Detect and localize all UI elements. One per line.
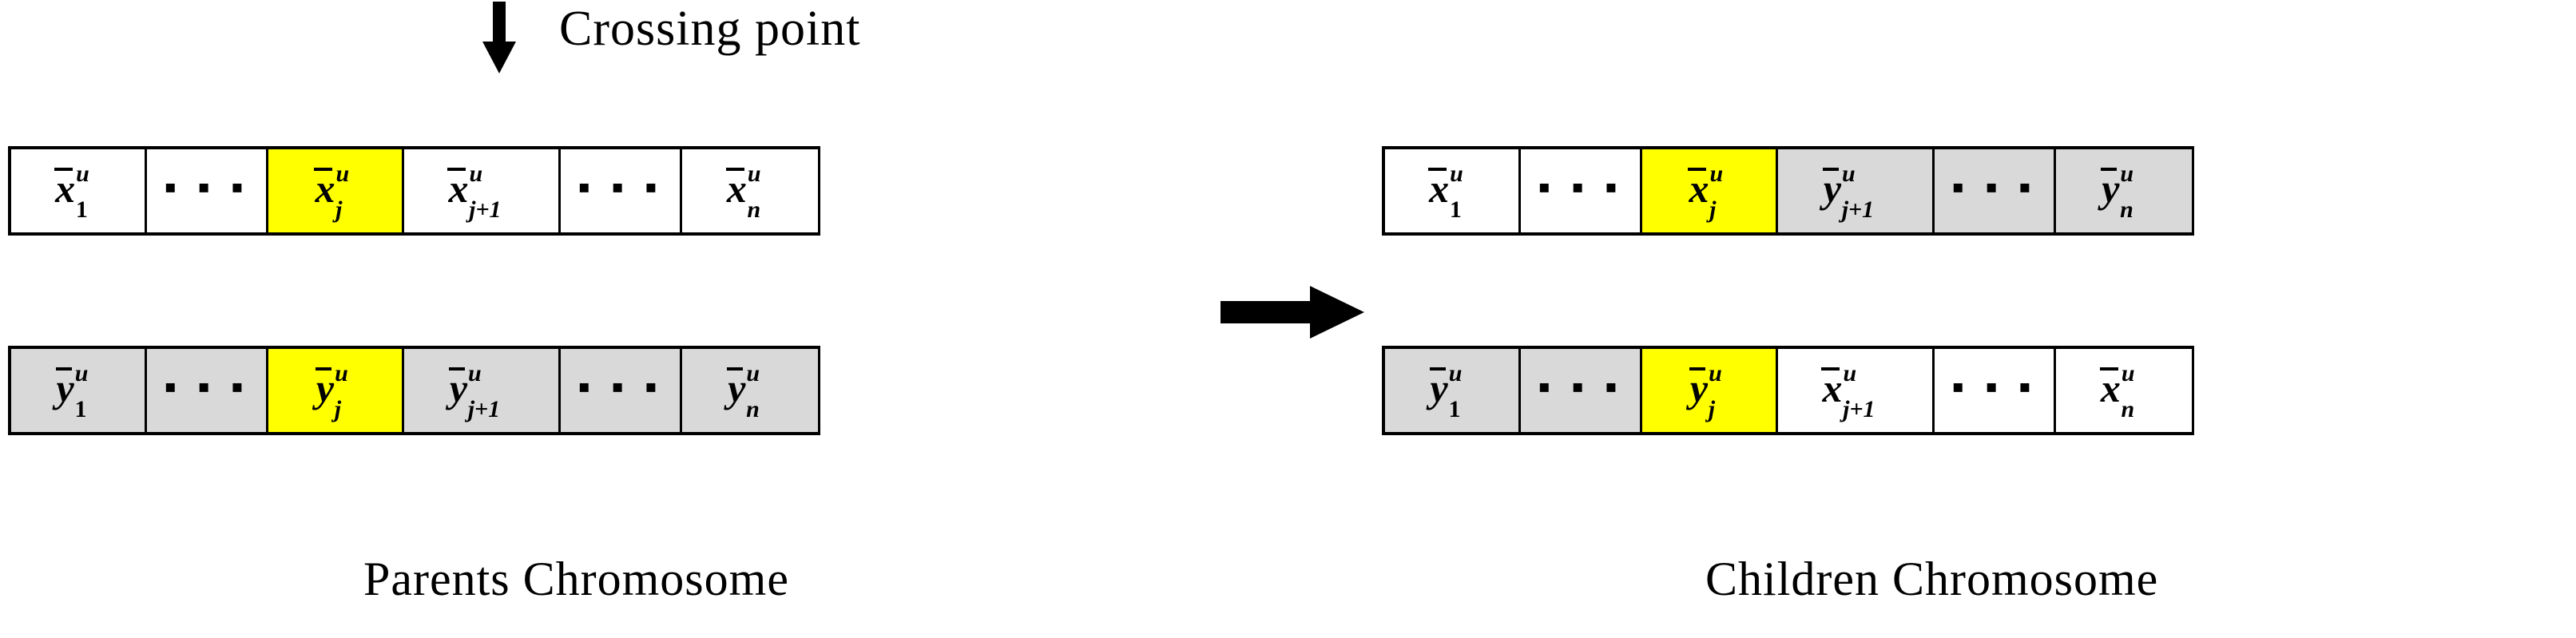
gene-cell-ellipsis: ▪ ▪ ▪ xyxy=(561,149,682,232)
gene-symbol: yuj xyxy=(1689,360,1722,422)
gene-cell: yuj xyxy=(1642,349,1778,432)
gene-cell: xun xyxy=(682,149,818,232)
gene-cell: yun xyxy=(2056,149,2192,232)
caption-children-chromosome: Children Chromosome xyxy=(1705,553,2159,605)
ellipsis-glyph: ▪ ▪ ▪ xyxy=(1951,367,2037,406)
chromosome-row-parent-2: yu1 ▪ ▪ ▪ yuj yuj+1 ▪ ▪ ▪ yun xyxy=(8,346,820,435)
gene-symbol: xuj xyxy=(1688,160,1724,223)
arrow-down-icon xyxy=(482,2,516,73)
gene-cell: xu1 xyxy=(11,149,147,232)
gene-cell: xuj+1 xyxy=(1778,349,1935,432)
caption-parents-chromosome: Parents Chromosome xyxy=(363,553,789,605)
ellipsis-glyph: ▪ ▪ ▪ xyxy=(578,367,663,406)
gene-symbol: yu1 xyxy=(1429,360,1463,422)
chromosome-row-child-2: yu1 ▪ ▪ ▪ yuj xuj+1 ▪ ▪ ▪ xun xyxy=(1382,346,2194,435)
arrow-right-icon xyxy=(1221,286,1364,339)
gene-symbol: xuj+1 xyxy=(447,160,502,223)
gene-cell-ellipsis: ▪ ▪ ▪ xyxy=(147,349,268,432)
ellipsis-glyph: ▪ ▪ ▪ xyxy=(1951,168,2037,207)
gene-cell: yuj+1 xyxy=(1778,149,1935,232)
chromosome-row-parent-1: xu1 ▪ ▪ ▪ xuj xuj+1 ▪ ▪ ▪ xun xyxy=(8,146,820,236)
gene-cell: yu1 xyxy=(11,349,147,432)
gene-symbol: xu1 xyxy=(54,160,89,223)
gene-symbol: yu1 xyxy=(55,360,89,422)
gene-cell-ellipsis: ▪ ▪ ▪ xyxy=(561,349,682,432)
ellipsis-glyph: ▪ ▪ ▪ xyxy=(578,168,663,207)
gene-symbol: xuj+1 xyxy=(1821,360,1875,422)
gene-cell: yu1 xyxy=(1385,349,1521,432)
gene-symbol: xuj xyxy=(314,160,350,223)
gene-symbol: yun xyxy=(2101,160,2134,223)
gene-symbol: yuj+1 xyxy=(1822,160,1875,223)
gene-symbol: xun xyxy=(725,160,761,223)
gene-cell: yuj xyxy=(268,349,404,432)
gene-cell-ellipsis: ▪ ▪ ▪ xyxy=(147,149,268,232)
gene-symbol: yuj+1 xyxy=(448,360,501,422)
gene-symbol: xu1 xyxy=(1428,160,1463,223)
gene-cell-ellipsis: ▪ ▪ ▪ xyxy=(1521,149,1642,232)
gene-symbol: xun xyxy=(2099,360,2135,422)
gene-cell-ellipsis: ▪ ▪ ▪ xyxy=(1935,149,2056,232)
gene-cell: xun xyxy=(2056,349,2192,432)
gene-cell-ellipsis: ▪ ▪ ▪ xyxy=(1521,349,1642,432)
chromosome-row-child-1: xu1 ▪ ▪ ▪ xuj yuj+1 ▪ ▪ ▪ yun xyxy=(1382,146,2194,236)
crossing-point-label: Crossing point xyxy=(559,2,861,56)
ellipsis-glyph: ▪ ▪ ▪ xyxy=(1538,168,1623,207)
gene-cell-ellipsis: ▪ ▪ ▪ xyxy=(1935,349,2056,432)
gene-cell: xuj+1 xyxy=(404,149,561,232)
gene-cell: xuj xyxy=(1642,149,1778,232)
gene-cell: xuj xyxy=(268,149,404,232)
ellipsis-glyph: ▪ ▪ ▪ xyxy=(164,168,249,207)
gene-symbol: yuj xyxy=(315,360,348,422)
gene-cell: yun xyxy=(682,349,818,432)
gene-symbol: yun xyxy=(727,360,760,422)
gene-cell: xu1 xyxy=(1385,149,1521,232)
gene-cell: yuj+1 xyxy=(404,349,561,432)
ellipsis-glyph: ▪ ▪ ▪ xyxy=(164,367,249,406)
ellipsis-glyph: ▪ ▪ ▪ xyxy=(1538,367,1623,406)
